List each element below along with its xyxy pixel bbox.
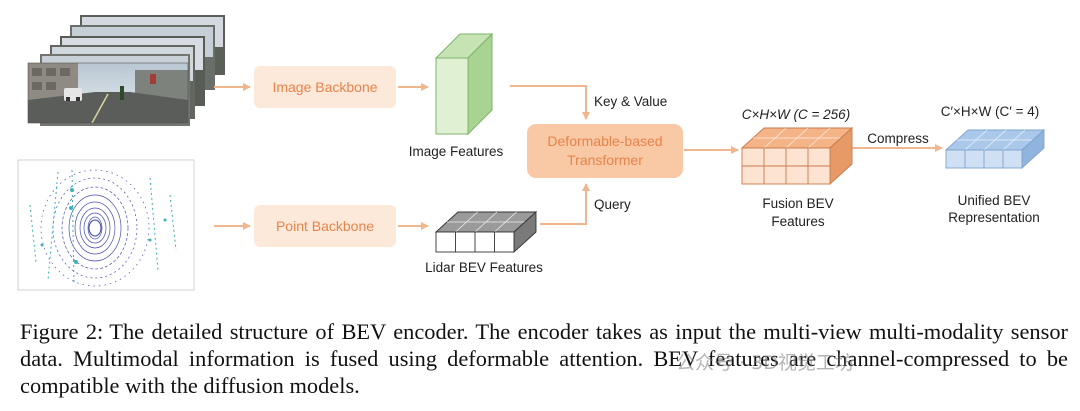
unified-dimensions-label: C′×H×W (C′ = 4) <box>941 104 1039 119</box>
front-camera-image <box>27 62 189 124</box>
image-features-cuboid <box>434 32 494 136</box>
figure-caption-label: Figure 2: <box>20 319 104 344</box>
lidar-point-cloud <box>17 159 195 291</box>
compress-label: Compress <box>867 131 929 146</box>
figure-caption-text: The detailed structure of BEV encoder. T… <box>20 319 1068 398</box>
bev-encoder-diagram: Image Backbone Point Backbone Image Feat… <box>17 15 1046 291</box>
fusion-bev-features-block <box>740 126 854 186</box>
unified-bev-label-line2: Representation <box>948 210 1040 225</box>
fusion-bev-label-line1: Fusion BEV <box>762 196 833 211</box>
unified-bev-label-line1: Unified BEV <box>958 193 1031 208</box>
watermark: 公众号 · 3D视觉工坊 <box>676 352 854 374</box>
fusion-dimensions-label: C×H×W (C = 256) <box>742 107 850 122</box>
query-label: Query <box>594 197 631 212</box>
multi-view-camera-images <box>27 15 225 126</box>
image-backbone-label: Image Backbone <box>272 79 377 95</box>
figure-caption: Figure 2:The detailed structure of BEV e… <box>20 318 1068 399</box>
transformer-label-line1: Deformable-based <box>547 133 662 149</box>
deformable-transformer-block: Deformable-based Transformer <box>527 124 683 178</box>
image-features-label: Image Features <box>409 144 504 159</box>
point-backbone-label: Point Backbone <box>276 218 374 234</box>
unified-bev-representation-block <box>944 128 1046 170</box>
lidar-bev-features-block <box>434 210 538 254</box>
lidar-bev-features-label: Lidar BEV Features <box>425 260 543 275</box>
point-backbone-block: Point Backbone <box>254 205 396 247</box>
transformer-label-line2: Transformer <box>567 152 643 168</box>
image-backbone-block: Image Backbone <box>254 66 396 108</box>
key-value-label: Key & Value <box>594 94 667 109</box>
flow-arrows <box>214 83 943 230</box>
fusion-bev-label-line2: Features <box>771 214 825 229</box>
